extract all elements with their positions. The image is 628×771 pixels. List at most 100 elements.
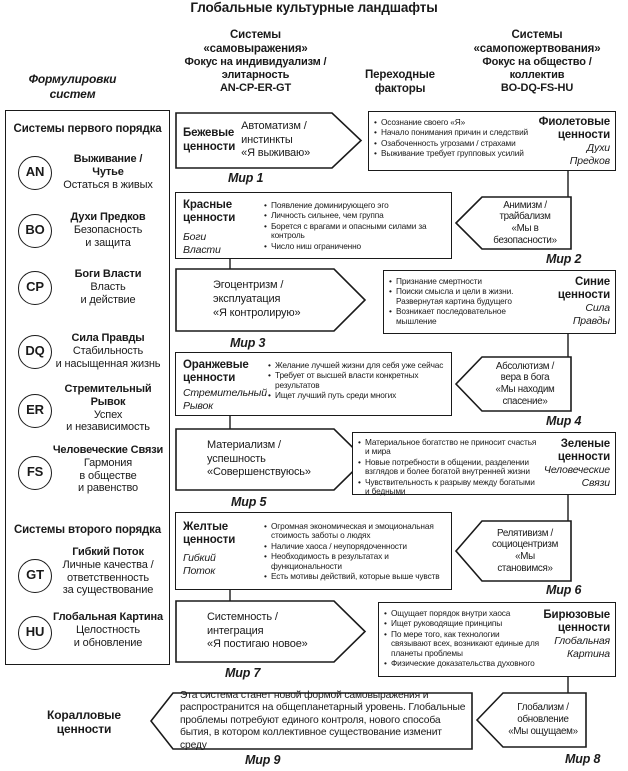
world-label-4: Мир 4 [546,414,582,428]
system-desc: Гармония в обществе и равенство [77,456,139,495]
world-label-5: Мир 5 [231,495,267,509]
values-label-orange: Оранжевые ценности Стремительный Рывок [183,359,267,412]
transition-bullets: •Материальное богатство не приносит счас… [358,437,537,498]
arrow-relativism: Релятивизм / социоцентризм «Мы становимс… [454,520,573,582]
values-name: Красные ценности [183,199,236,225]
bullet-item: •Желание лучшей жизни для себя уже сейча… [268,360,444,370]
arrow-globalism: Глобализм / обновление «Мы ощущаем» [475,692,588,748]
arrow-text: Релятивизм / социоцентризм «Мы становимс… [491,527,559,574]
transition-bullets: •Осознание своего «Я»•Начало понимания п… [374,117,539,160]
system-name: Глобальная Картина [53,611,163,623]
bullet-item: •Ищет лучший путь среди многих [268,390,397,401]
arrow-absolutism: Абсолютизм / вера в бога «Мы находим спа… [454,356,573,412]
system-circle-bo: BO [18,214,52,248]
system-desc: Власть и действие [80,280,136,306]
values-name: Зеленые ценности [557,438,610,464]
values-label-turquoise: Бирюзовые ценности Глобальная Картина [542,609,610,660]
values-label-blue: Синие ценности Сила Правды [544,276,610,327]
values-name: Желтые ценности [183,521,236,547]
arrow-text: Глобализм / обновление «Мы ощущаем» [508,702,578,737]
stage-bullets: •Появление доминирующего эго•Личность си… [264,200,445,252]
system-item-gt: Гибкий Поток Личные качества / ответстве… [52,546,164,597]
system-name: Духи Предков [70,211,146,223]
system-item-fs: Человеческие Связи Гармония в обществе и… [52,444,164,495]
values-label-violet: Фиолетовые ценности Духи Предков [538,116,610,167]
values-sublabel: Боги Власти [183,231,221,256]
header-formulations: Формулировки систем [28,72,117,101]
system-circle-fs: FS [18,456,52,490]
system-circle-an: AN [18,156,52,190]
header-sacrifice-codes: BO-DQ-FS-HU [500,82,574,95]
bullet-item: •Осознание своего «Я» [374,117,466,127]
bullet-item: •Наличие хаоса / неупорядоченности [264,540,407,551]
transition-bullets: •Ощущает порядок внутри хаоса•Ищет руков… [384,608,541,670]
system-desc: Личные качества / ответственность за сущ… [62,558,154,597]
second-order-title: Системы второго порядка [13,524,162,536]
system-item-er: Стремительный Рывок Успех и независимост… [52,383,164,434]
page-title: Глобальные культурные ландшафты [190,0,438,15]
world-label-1: Мир 1 [228,171,264,185]
transition-bullets: •Признание смертности•Поиски смысла и це… [389,276,543,327]
bullet-item: •Ощущает порядок внутри хаоса [384,608,511,618]
final-text: Эта система станет новой формой самовыра… [180,689,466,751]
final-box: Эта система станет новой формой самовыра… [149,689,474,751]
bullet-item: •Есть мотивы действий, которые выше чувс… [264,571,440,582]
system-circle-cp: CP [18,271,52,305]
first-order-title: Системы первого порядка [13,123,162,135]
system-desc: Успех и независимость [66,408,150,434]
bullet-item: •Признание смертности [389,276,482,286]
bullet-item: •Личность сильнее, чем группа [264,210,384,221]
transition-box-7: •Ощущает порядок внутри хаоса•Ищет руков… [378,602,616,677]
system-item-hu: Глобальная Картина Целостность и обновле… [52,611,164,649]
system-item-cp: Боги Власти Власть и действие [52,268,164,306]
header-expression-codes: AN-CP-ER-GT [219,82,292,95]
transition-box-3: •Признание смертности•Поиски смысла и це… [383,270,616,334]
world-label-6: Мир 6 [546,583,582,597]
stage-box-orange: Оранжевые ценности Стремительный Рывок •… [175,352,452,416]
system-desc: Целостность и обновление [73,623,143,649]
values-name: Фиолетовые ценности [538,116,610,142]
header-expression-name: Системы «самовыражения» [203,29,308,56]
system-circle-gt: GT [18,559,52,593]
stage-name: Бежевые ценности [183,127,236,153]
arrow-text: Абсолютизм / вера в бога «Мы находим спа… [495,360,555,407]
values-sublabel: Гибкий Поток [183,552,216,577]
bullet-item: •Озабоченность угрозами / страхами [374,137,516,148]
transition-box-5: •Материальное богатство не приносит счас… [352,432,616,498]
system-item-an: Выживание / Чутье Остаться в живых [52,153,164,191]
values-name: Синие ценности [557,276,610,302]
world-label-2: Мир 2 [546,252,582,266]
header-expression-focus: Фокус на индивидуализм / элитарность [184,56,327,82]
values-name: Оранжевые ценности [183,359,249,385]
bullet-item: •Возникает последовательное мышление [389,306,506,326]
system-item-bo: Духи Предков Безопасность и защита [52,211,164,249]
bullet-item: •Материальное богатство не приносит счас… [358,437,537,457]
arrow-animism: Анимизм / трайбализм «Мы в безопасности» [454,196,573,250]
bullet-item: •Появление доминирующего эго [264,200,389,210]
system-desc: Безопасность и защита [73,223,143,249]
transition-box-1: •Осознание своего «Я»•Начало понимания п… [368,111,616,171]
stage-bullets: •Желание лучшей жизни для себя уже сейча… [268,360,447,402]
system-name: Гибкий Поток [72,546,144,558]
stage-box-beige: Бежевые ценности Автоматизм / инстинкты … [175,112,363,169]
system-name: Сила Правды [71,332,145,344]
system-item-dq: Сила Правды Стабильность и насыщенная жи… [52,332,164,370]
world-label-8: Мир 8 [565,752,601,766]
arrow-text: Анимизм / трайбализм «Мы в безопасности» [493,199,557,246]
stage-text: Системность / интеграция «Я постигаю нов… [207,610,308,651]
systems-panel: Системы первого порядка AN Выживание / Ч… [5,110,170,665]
values-label-coral: Коралловые ценности [47,708,121,737]
stage-box-materialism: Материализм / успешность «Совершенствуюс… [175,428,367,491]
stage-box-systemic: Системность / интеграция «Я постигаю нов… [175,600,367,663]
values-label-yellow: Желтые ценности Гибкий Поток [183,521,261,577]
system-circle-dq: DQ [18,335,52,369]
system-desc: Остаться в живых [63,178,153,191]
bullet-item: •Ищет руководящие принципы [384,618,503,629]
bullet-item: •Физические доказательства духовного [384,658,535,669]
bullet-item: •Начало понимания причин и следствий [374,127,529,138]
bullet-item: •Поиски смысла и цели в жизни. Развернут… [389,286,514,306]
system-name: Человеческие Связи [52,444,164,456]
values-sublabel: Духи Предков [569,142,610,167]
